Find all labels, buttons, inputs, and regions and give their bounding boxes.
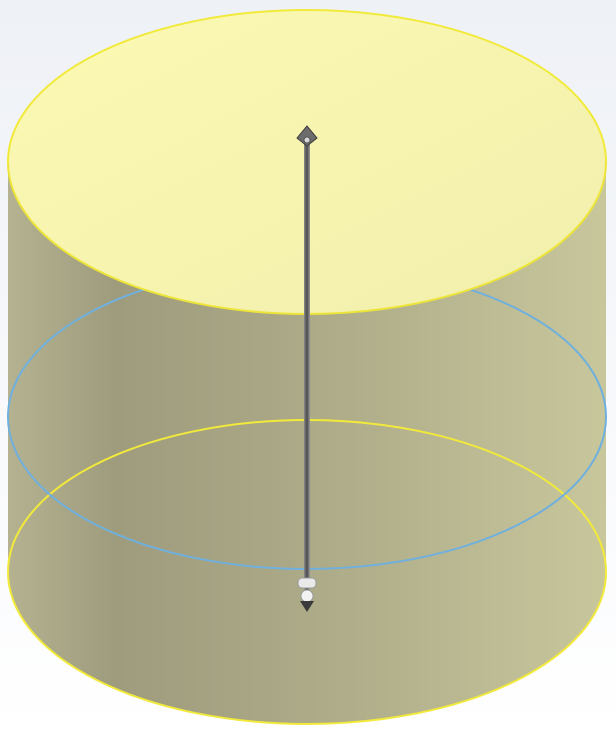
axis-shaft[interactable] — [304, 142, 310, 590]
triad-arrow-icon[interactable] — [296, 125, 318, 147]
drag-handle-icon[interactable] — [297, 577, 317, 612]
